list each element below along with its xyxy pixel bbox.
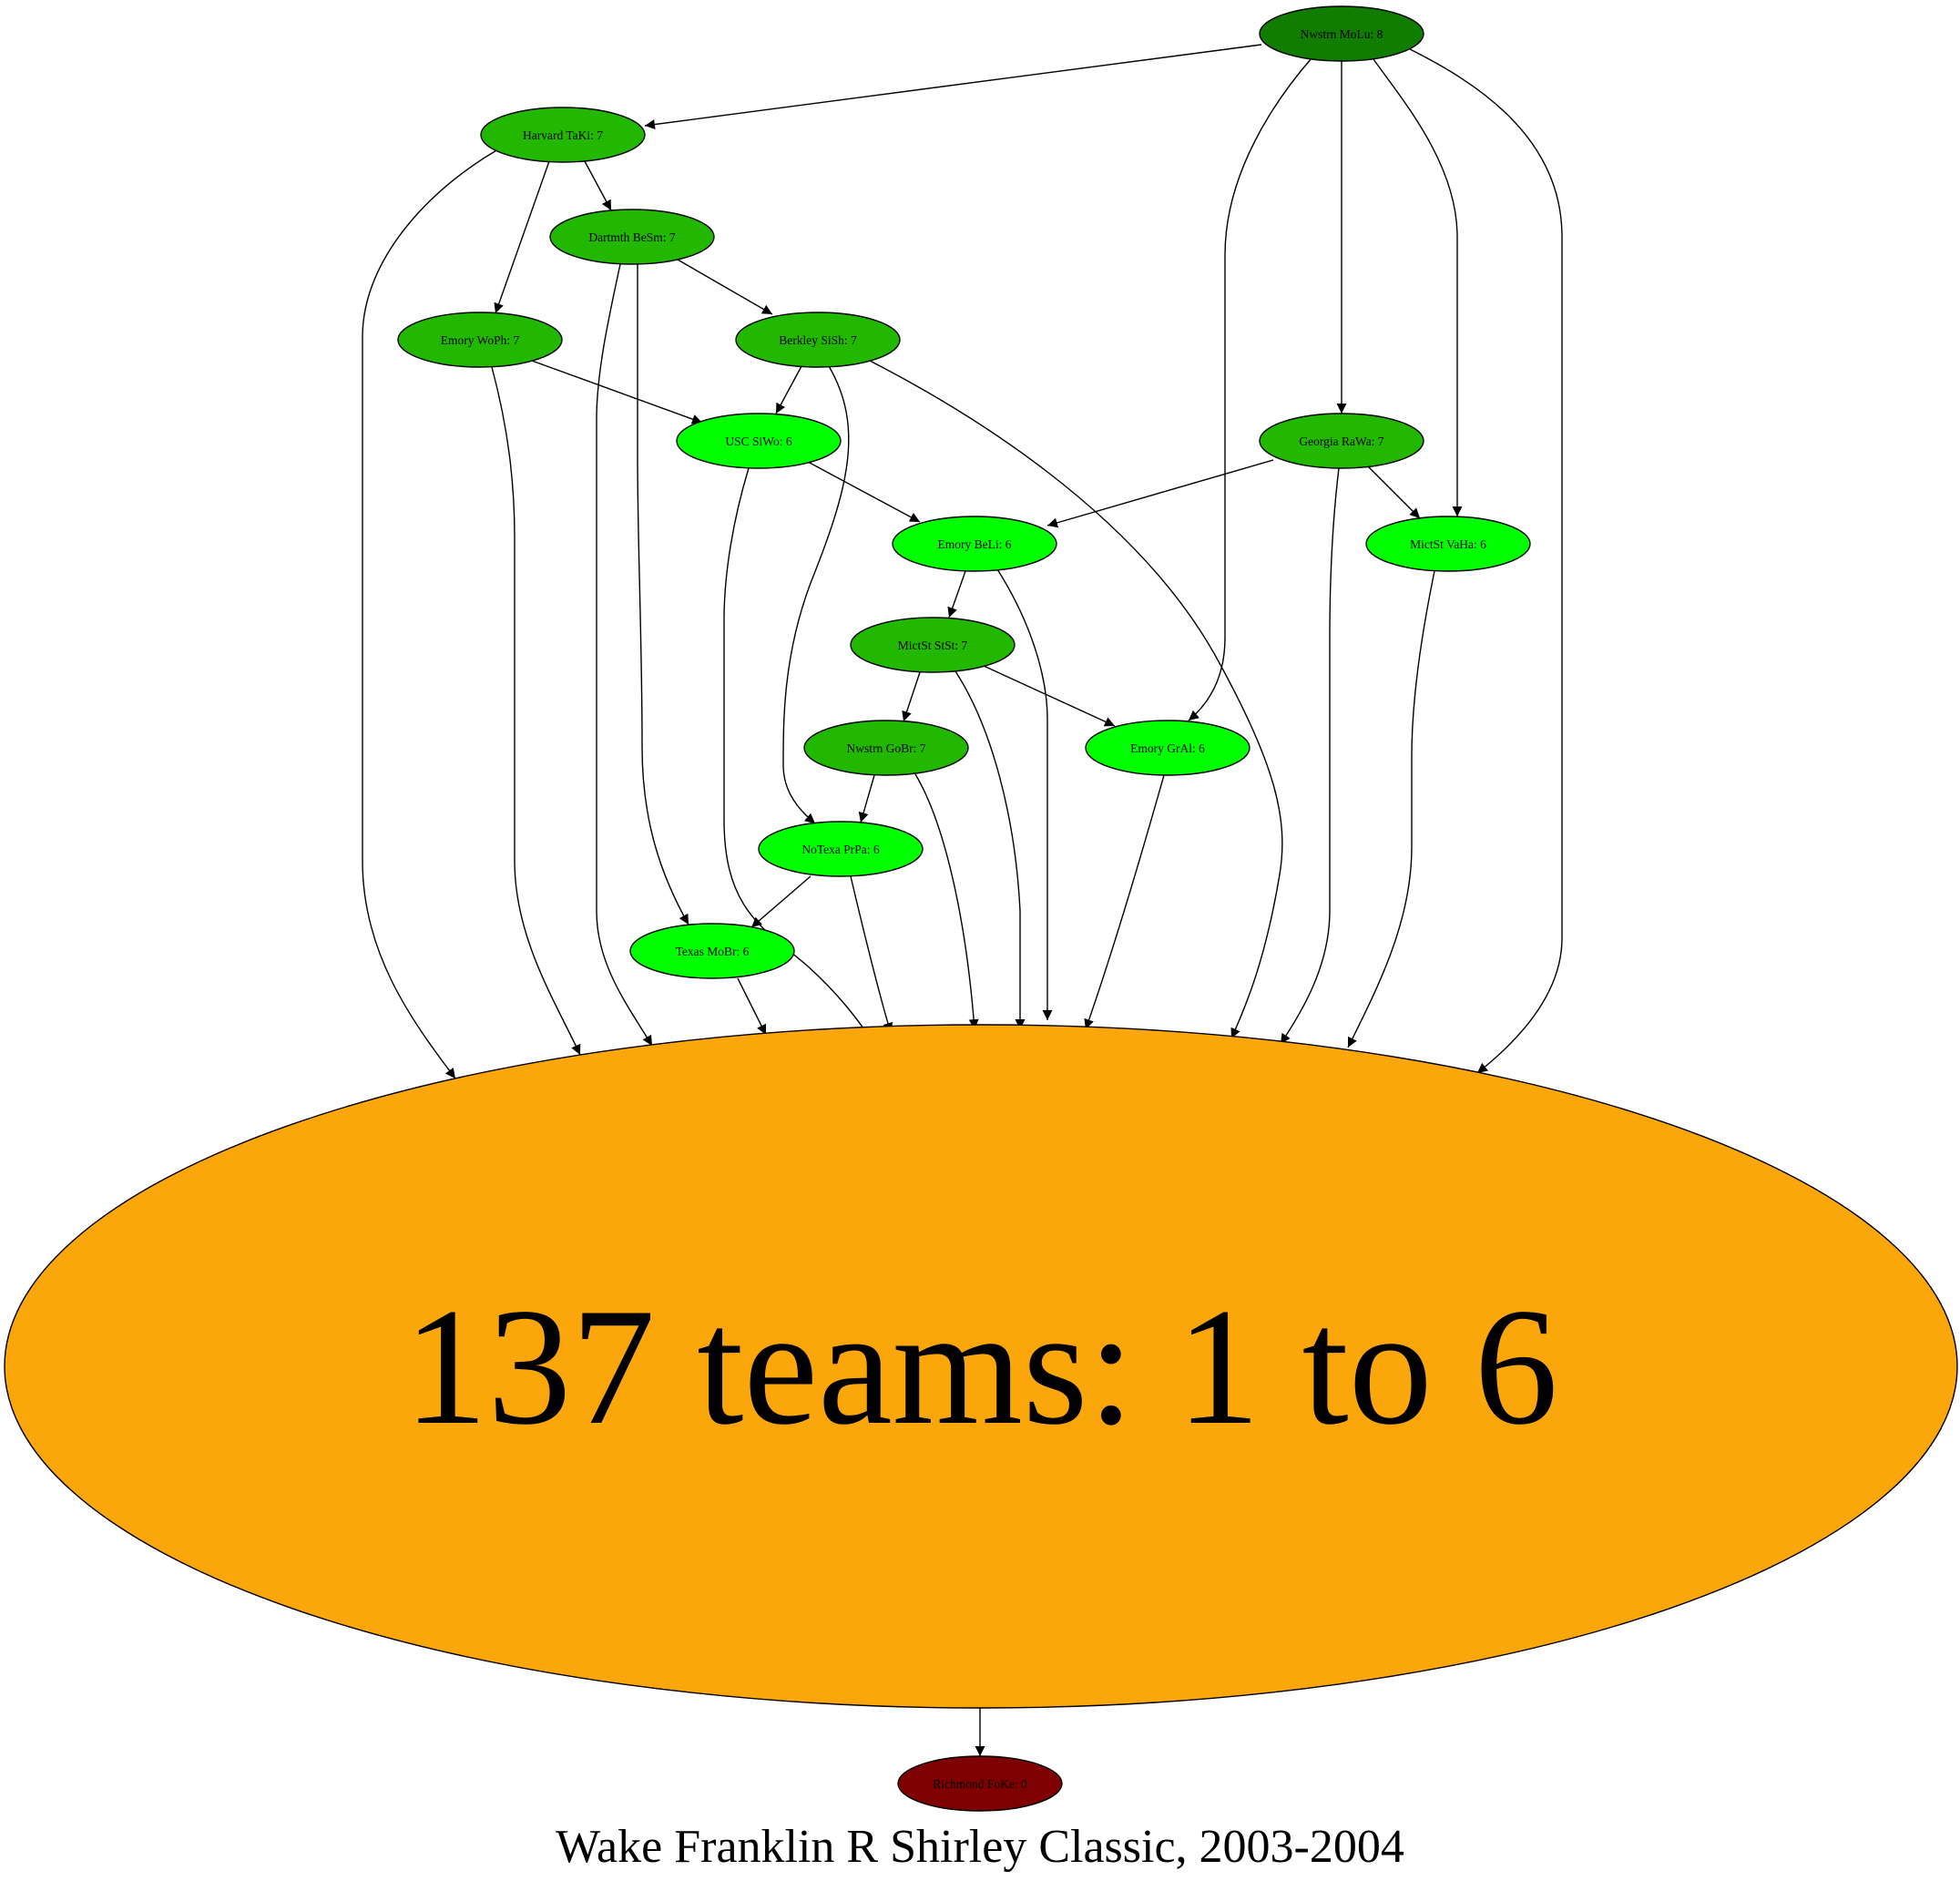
edge-berkley-sish-to-notexa-prpa (782, 365, 850, 824)
edge-notexa-prpa-to-teams (850, 875, 893, 1034)
node-label: Richmond FoKe: 0 (933, 1777, 1027, 1791)
edge-mictst-stst-to-nwstrn-gobr (902, 671, 921, 722)
edge-nwstrn-gobr-to-teams (914, 773, 979, 1030)
edge-texas-mobr-to-teams (737, 977, 767, 1036)
edge-harvard-taki-to-teams (362, 144, 507, 1079)
nodes-layer: Nwstrn MoLu: 8 Harvard TaKi: 7 Dartmth BeS… (4, 5, 1958, 1812)
edge-dartmth-besm-to-texas-mobr (637, 264, 689, 925)
node-label: Dartmth BeSm: 7 (588, 230, 675, 244)
edge-mictst-vaha-to-teams (1347, 570, 1435, 1048)
node-nwstrn-molu: Nwstrn MoLu: 8 (1259, 5, 1424, 62)
node-label: Berkley SiSh: 7 (779, 333, 857, 347)
node-shape (1085, 720, 1251, 776)
node-label: Harvard TaKi: 7 (523, 128, 603, 142)
node-shape (735, 312, 901, 368)
node-label: MictSt VaHa: 6 (1410, 537, 1486, 551)
node-richmond-foke: Richmond FoKe: 0 (897, 1755, 1063, 1812)
node-shape (1259, 413, 1424, 469)
edge-harvard-taki-to-dartmth-besm (584, 160, 612, 211)
node-label: Texas MoBr: 6 (676, 945, 750, 958)
graph-caption: Wake Franklin R Shirley Classic, 2003-20… (556, 1821, 1404, 1873)
node-shape (803, 720, 969, 776)
edge-dartmth-besm-to-berkley-sish (677, 259, 773, 315)
node-nwstrn-gobr: Nwstrn GoBr: 7 (803, 720, 969, 776)
node-emory-beli: Emory BeLi: 6 (892, 516, 1057, 572)
edge-nwstrn-molu-to-harvard-taki (644, 44, 1262, 130)
node-shape (676, 413, 842, 469)
node-mictst-stst: MictSt StSt: 7 (850, 617, 1016, 673)
node-shape (629, 923, 795, 979)
node-emory-woph: Emory WoPh: 7 (397, 312, 563, 368)
node-label: Emory GrAl: 6 (1130, 741, 1205, 755)
node-shape (892, 516, 1057, 572)
edge-mictst-stst-to-emory-gral (983, 665, 1116, 727)
edge-mictst-stst-to-teams (954, 670, 1026, 1029)
node-label: Emory BeLi: 6 (938, 537, 1012, 551)
node-shape (897, 1755, 1063, 1812)
edge-georgia-rawa-to-teams (1280, 467, 1340, 1045)
edge-usc-siwo-to-teams (723, 467, 872, 1039)
edge-dartmth-besm-to-teams (596, 263, 653, 1047)
node-dartmth-besm: Dartmth BeSm: 7 (549, 209, 715, 265)
edge-nwstrn-gobr-to-notexa-prpa (858, 774, 875, 823)
node-shape (758, 821, 924, 877)
node-label: Emory WoPh: 7 (441, 333, 520, 347)
edge-harvard-taki-to-emory-woph (494, 160, 550, 314)
node-label: NoTexa PrPa: 6 (801, 843, 880, 856)
edge-berkley-sish-to-teams (869, 360, 1283, 1039)
node-mictst-vaha: MictSt VaHa: 6 (1365, 516, 1531, 572)
node-emory-gral: Emory GrAl: 6 (1085, 720, 1251, 776)
edge-emory-gral-to-teams (1084, 774, 1165, 1030)
node-shape (1365, 516, 1531, 572)
node-label: Nwstrn MoLu: 8 (1301, 27, 1383, 41)
node-shape (4, 1024, 1958, 1709)
node-notexa-prpa: NoTexa PrPa: 6 (758, 821, 924, 877)
node-label: Nwstrn GoBr: 7 (847, 741, 926, 755)
edge-nwstrn-molu-to-mictst-vaha (1373, 58, 1463, 516)
node-georgia-rawa: Georgia RaWa: 7 (1259, 413, 1424, 469)
edges-layer (362, 44, 1563, 1756)
node-harvard-taki: Harvard TaKi: 7 (480, 107, 646, 163)
edge-emory-beli-to-teams (996, 568, 1053, 1020)
node-label: MictSt StSt: 7 (898, 639, 968, 652)
node-label: Georgia RaWa: 7 (1299, 434, 1383, 448)
edge-georgia-rawa-to-mictst-vaha (1367, 465, 1421, 519)
node-shape (1259, 5, 1424, 62)
node-texas-mobr: Texas MoBr: 6 (629, 923, 795, 979)
edge-emory-beli-to-mictst-stst (947, 570, 966, 618)
node-shape (480, 107, 646, 163)
node-shape (850, 617, 1016, 673)
edge-nwstrn-molu-to-emory-gral (1188, 57, 1312, 721)
edge-usc-siwo-to-emory-beli (807, 461, 921, 523)
node-shape (397, 312, 563, 368)
edge-notexa-prpa-to-texas-mobr (750, 875, 812, 928)
node-shape (549, 209, 715, 265)
node-usc-siwo: USC SiWo: 6 (676, 413, 842, 469)
node-label: 137 teams: 1 to 6 (403, 1273, 1557, 1459)
edge-georgia-rawa-to-emory-beli (1046, 459, 1274, 528)
node-berkley-sish: Berkley SiSh: 7 (735, 312, 901, 368)
node-teams: 137 teams: 1 to 6 (4, 1024, 1958, 1709)
edge-nwstrn-molu-to-teams (1409, 48, 1563, 1074)
edge-emory-woph-to-usc-siwo (531, 360, 703, 424)
edge-emory-woph-to-teams (491, 366, 581, 1056)
edge-berkley-sish-to-usc-siwo (775, 365, 802, 414)
node-label: USC SiWo: 6 (725, 434, 791, 448)
